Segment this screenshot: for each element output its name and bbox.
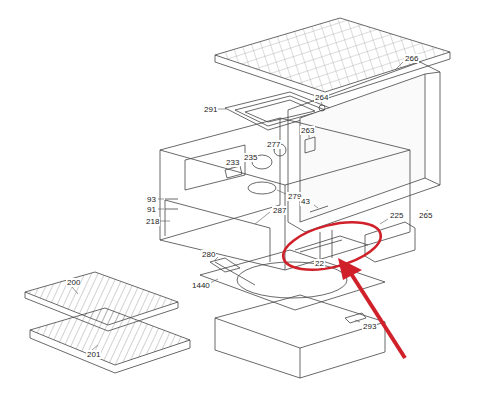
callout-number: 291 xyxy=(203,105,218,114)
oven-cavity-right xyxy=(285,150,410,270)
callout-number: 43 xyxy=(300,197,311,206)
fan-blade xyxy=(248,182,276,194)
callout-number: 280 xyxy=(201,250,216,259)
callout-number: 263 xyxy=(300,126,315,135)
bracket-233 xyxy=(225,166,242,178)
drawer xyxy=(215,295,385,378)
oven-front-frame xyxy=(160,200,285,270)
part-43 xyxy=(310,206,328,212)
leader-line xyxy=(380,219,388,224)
leader-line xyxy=(158,209,164,210)
sensor-264 xyxy=(319,105,325,111)
callout-number: 200 xyxy=(66,278,81,287)
leader-line xyxy=(158,199,164,200)
leader-line xyxy=(314,205,318,208)
rack-lower-rim xyxy=(30,330,190,373)
screws xyxy=(165,199,178,209)
callout-number: 266 xyxy=(404,54,419,63)
bake-element xyxy=(295,230,368,262)
back-panel-flange xyxy=(425,72,440,185)
leader-line xyxy=(255,212,270,224)
callout-number: 277 xyxy=(266,140,281,149)
leader-line xyxy=(218,109,226,110)
leader-line xyxy=(159,221,170,222)
leader-line xyxy=(72,287,78,294)
part-263 xyxy=(305,137,315,153)
callout-number: 201 xyxy=(86,350,101,359)
highlight-arrow xyxy=(350,272,405,358)
oven-cavity-top xyxy=(160,118,410,185)
leader-line xyxy=(395,62,403,70)
rack-lower xyxy=(30,308,190,365)
callout-number: 264 xyxy=(314,93,329,102)
callout-number: 91 xyxy=(146,205,157,214)
hinge xyxy=(210,258,255,285)
leader-line xyxy=(277,190,286,194)
back-panel xyxy=(288,62,440,232)
callout-number: 22 xyxy=(314,259,325,268)
leader-line xyxy=(210,279,218,283)
side-bracket xyxy=(185,145,245,190)
callout-number: 225 xyxy=(389,211,404,220)
callout-number: 218 xyxy=(145,217,160,226)
callout-number: 287 xyxy=(272,206,287,215)
callout-number: 1440 xyxy=(191,281,211,290)
side-duct xyxy=(365,222,415,262)
highlight-arrowhead xyxy=(338,258,362,280)
callout-number: 233 xyxy=(225,158,240,167)
oven-cavity-left xyxy=(160,118,280,240)
callout-number: 235 xyxy=(243,153,258,162)
highlight-ellipse xyxy=(278,214,385,279)
callout-number: 265 xyxy=(418,211,433,220)
callout-number: 93 xyxy=(146,195,157,204)
back-panel-face xyxy=(300,74,425,222)
callout-number: 293 xyxy=(362,322,377,331)
leader-line xyxy=(355,320,360,322)
